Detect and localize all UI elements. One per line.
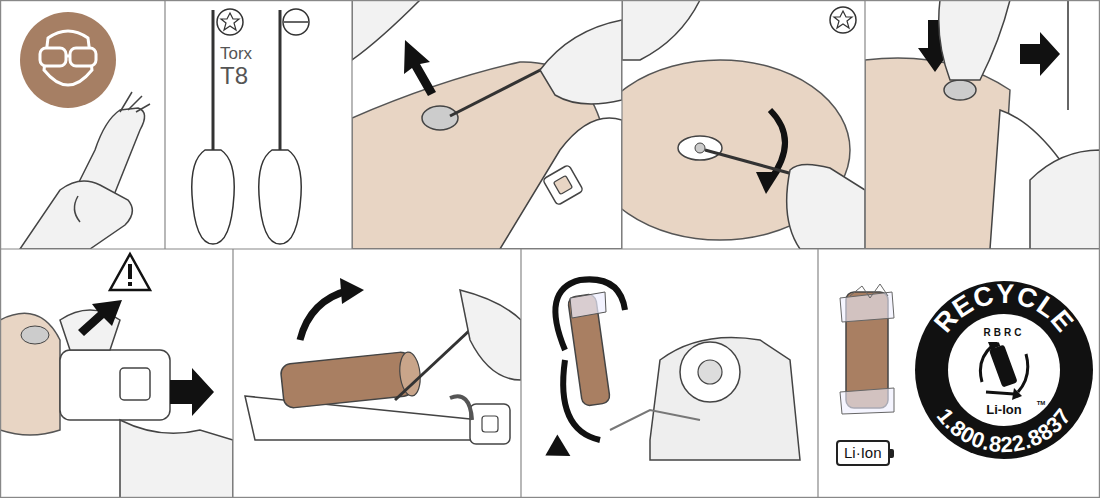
seal-chemistry: Li-Ion (986, 402, 1021, 417)
tool-size: T8 (220, 62, 248, 90)
battery-badge: Li·Ion (836, 440, 890, 466)
recycle-battery-icon (988, 341, 1018, 388)
tool-name: Torx (220, 44, 252, 64)
seal-outline: RECYCLERBRC Li-Ion TM1.800.822.8837 (914, 280, 1094, 460)
seal-text: 1.800.822.8837 (932, 403, 1076, 457)
trademark-mark: TM (1037, 400, 1046, 406)
seal-center (948, 314, 1060, 426)
battery-type: Li·Ion (844, 444, 882, 461)
seal-text: 1.800.822.8837 (932, 403, 1076, 457)
seal-text: RECYCLE (928, 280, 1080, 338)
seal-text: RECYCLE (928, 280, 1080, 338)
battery-terminal (890, 449, 894, 458)
seal-org-name: RBRC (984, 327, 1025, 338)
recycle-seal: RECYCLERBRC Li-Ion TM1.800.822.8837 (914, 280, 1094, 460)
